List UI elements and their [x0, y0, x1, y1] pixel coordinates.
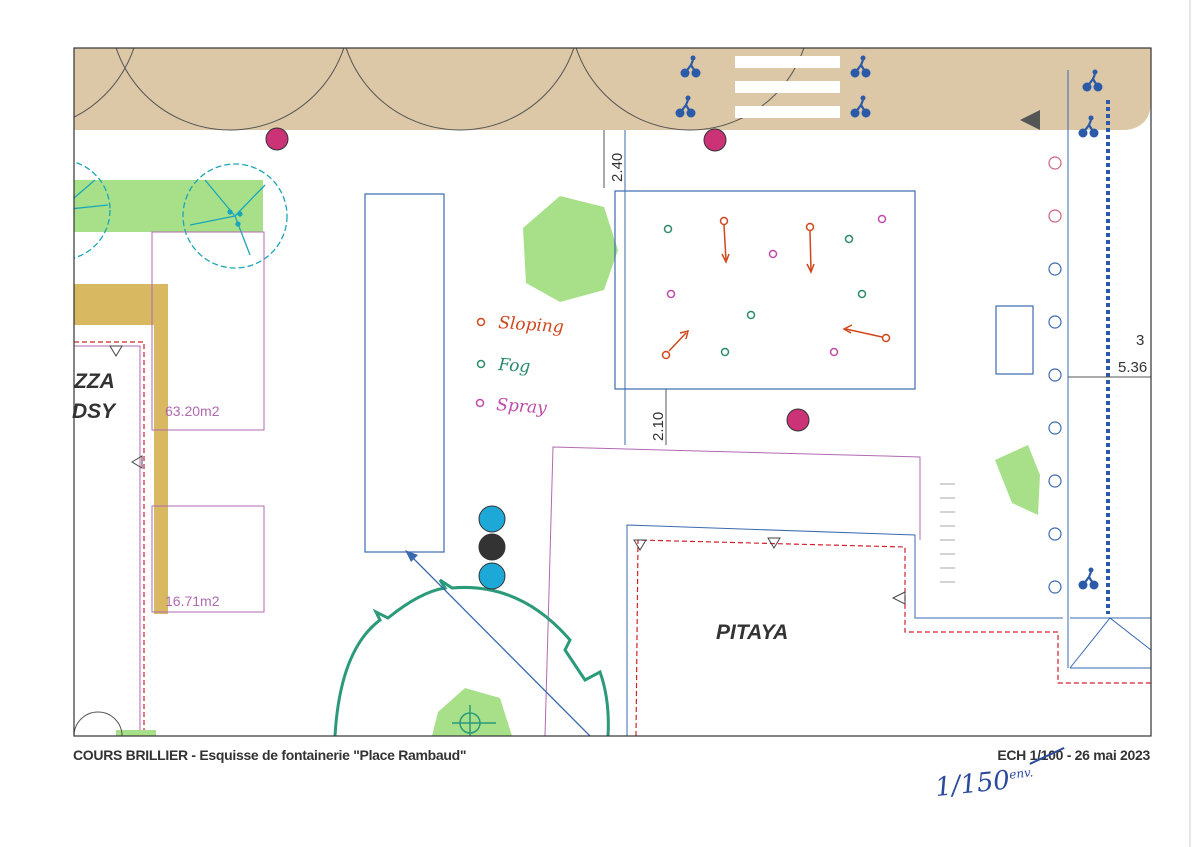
- tree-icon: [74, 161, 111, 259]
- planting-hexagon: [523, 196, 618, 302]
- drawing-frame: [73, 47, 1152, 737]
- left-building-facade: [74, 345, 141, 736]
- legend-label-spray: Spray: [496, 395, 548, 418]
- dimension-label: 5.36: [1118, 359, 1147, 376]
- crosswalk: [735, 56, 840, 118]
- building-name-pitaya: PITAYA: [716, 621, 788, 644]
- pink-markers: [265, 127, 810, 432]
- fountain-zone: [614, 190, 916, 390]
- guide-arrow-icon: [405, 550, 418, 562]
- drawing-title: COURS BRILLIER - Esquisse de fontainerie…: [73, 747, 467, 763]
- entrance-marker-icon: [767, 537, 781, 549]
- entrance-marker-icon: [109, 345, 123, 357]
- legend-symbols: [475, 317, 486, 408]
- jet-stack: [478, 505, 506, 590]
- diagonal-guide: [409, 554, 591, 736]
- small-basin: [995, 305, 1034, 375]
- pitaya-boundary: [635, 539, 1151, 736]
- area-box-1: [151, 231, 265, 431]
- legend-label-fog: Fog: [497, 355, 531, 377]
- sloping-jets: [661, 216, 891, 360]
- legend-label-sloping: Sloping: [498, 313, 565, 338]
- scale-prefix: ECH: [997, 747, 1026, 763]
- step-lines: [940, 483, 955, 583]
- lane-end: [1069, 617, 1151, 669]
- area-label: 16.71m2: [165, 593, 220, 609]
- entrance-marker-icon: [891, 591, 906, 605]
- cyclist-icons: [674, 54, 1104, 591]
- dimension-label: 2.40: [609, 153, 626, 182]
- planting-shape: [995, 445, 1040, 515]
- spray-jets: [666, 214, 887, 357]
- planting-strip: [116, 730, 156, 736]
- area-box-2: [151, 505, 265, 613]
- direction-arrow-icon: [1020, 110, 1040, 130]
- entrance-marker-icon: [131, 455, 143, 469]
- left-building-interior: [74, 325, 154, 736]
- dimension-label: 2.10: [650, 412, 667, 441]
- drawing-date: - 26 mai 2023: [1066, 747, 1151, 763]
- pavement-band: [74, 48, 1151, 130]
- long-basin: [364, 193, 445, 553]
- handwritten-scale-suffix: env.: [1008, 765, 1034, 782]
- scale-and-date: ECH 1/100 - 26 mai 2023: [997, 747, 1150, 763]
- tree-icon: [182, 163, 288, 269]
- tree-canopy-arcs: [74, 48, 805, 131]
- scale-struck: 1/100: [1029, 747, 1064, 763]
- bollards: [1048, 156, 1062, 594]
- fog-jets: [663, 224, 867, 357]
- dimension-label: 3: [1136, 332, 1144, 349]
- pitaya-facade: [626, 524, 1063, 736]
- planting-shape: [432, 688, 512, 736]
- area-label: 63.20m2: [165, 403, 220, 419]
- door-swing: [74, 711, 123, 736]
- tree-canopy: [333, 578, 610, 736]
- entrance-marker-icon: [633, 539, 647, 551]
- pitaya-outer-boundary: [544, 446, 921, 736]
- left-building-boundary: [74, 341, 145, 736]
- building-name-left: DSY: [72, 400, 117, 423]
- building-name-left: ZZA: [73, 370, 115, 393]
